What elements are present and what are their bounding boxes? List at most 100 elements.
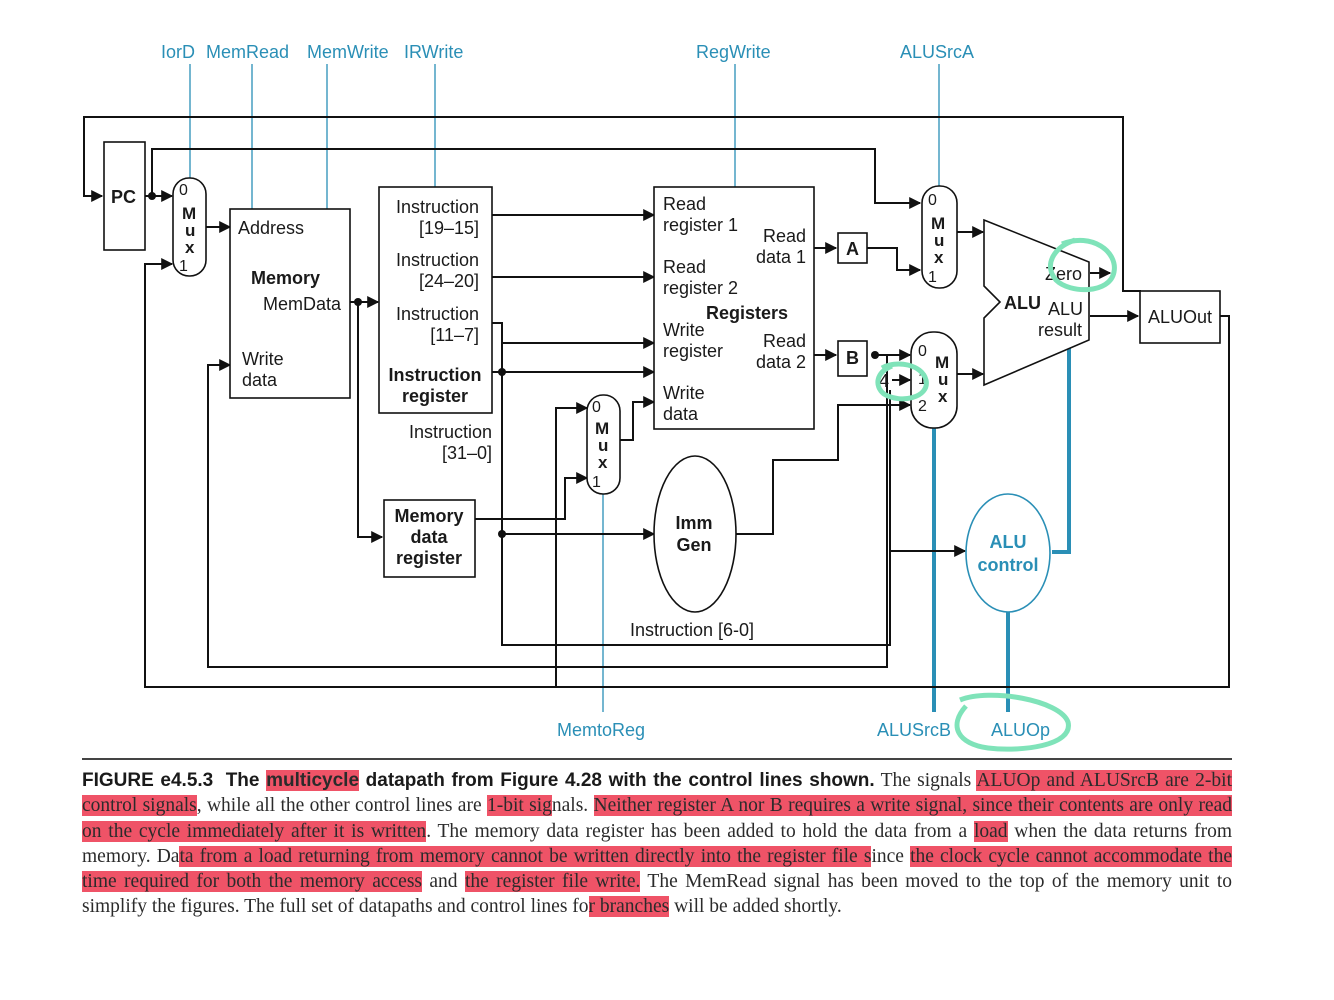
control-label-alusrcb: ALUSrcB <box>877 720 951 740</box>
svg-text:[11–7]: [11–7] <box>430 325 479 345</box>
svg-text:[19–15]: [19–15] <box>419 218 479 238</box>
pc-register: PC <box>103 141 146 251</box>
control-label-memread: MemRead <box>206 42 289 62</box>
svg-text:register: register <box>402 386 468 406</box>
svg-text:Read: Read <box>763 226 806 246</box>
ir-out-label-2: [31–0] <box>442 443 492 463</box>
caption-title-highlight: multicycle <box>266 770 360 791</box>
svg-text:A: A <box>846 239 859 259</box>
svg-text:data: data <box>242 370 278 390</box>
svg-text:control: control <box>978 555 1039 575</box>
svg-text:M: M <box>931 214 945 233</box>
figure-caption: FIGURE e4.5.3 The multicycle datapath fr… <box>82 768 1232 920</box>
svg-text:data: data <box>663 404 699 424</box>
caption-highlight: 1-bit sig <box>486 795 552 817</box>
annotation-circles <box>875 237 1117 752</box>
ir-out-label-1: Instruction <box>409 422 492 442</box>
svg-text:ALU: ALU <box>1048 299 1083 319</box>
control-label-aluop: ALUOp <box>991 720 1050 740</box>
svg-text:ALU: ALU <box>990 532 1027 552</box>
mux-alusrcb: 0 1 2 M u x <box>910 331 958 429</box>
register-b: B <box>837 340 868 377</box>
caption-text: ince <box>871 845 911 867</box>
svg-text:[24–20]: [24–20] <box>419 271 479 291</box>
svg-text:u: u <box>934 231 944 250</box>
svg-text:M: M <box>182 204 196 223</box>
register-file: Read register 1 Read register 2 Write re… <box>653 186 815 430</box>
multicycle-datapath-diagram: IorD MemRead MemWrite IRWrite RegWrite A… <box>83 42 1230 752</box>
svg-text:Instruction: Instruction <box>396 250 479 270</box>
svg-text:1: 1 <box>179 258 188 275</box>
memory-data-register: Memory data register <box>383 499 476 578</box>
svg-text:x: x <box>938 387 948 406</box>
svg-text:register 2: register 2 <box>663 278 738 298</box>
svg-text:x: x <box>185 238 195 257</box>
svg-text:u: u <box>185 221 195 240</box>
mux-alusrca: 0 M u x 1 <box>921 185 958 289</box>
mux-iord: 0 M u x 1 <box>172 177 207 277</box>
svg-text:Instruction: Instruction <box>396 304 479 324</box>
caption-text: , while all the other control lines are <box>196 795 487 817</box>
caption-title-pre: The <box>225 770 267 791</box>
svg-text:0: 0 <box>928 192 937 209</box>
control-label-iord: IorD <box>161 42 195 62</box>
svg-text:B: B <box>846 348 859 368</box>
svg-text:Address: Address <box>238 218 304 238</box>
caption-text: and <box>422 871 465 893</box>
svg-text:2: 2 <box>918 398 927 415</box>
mux-memtoreg: 0 M u x 1 <box>586 394 621 495</box>
control-label-irwrite: IRWrite <box>404 42 463 62</box>
svg-text:Instruction: Instruction <box>396 197 479 217</box>
control-label-alusrca: ALUSrcA <box>900 42 974 62</box>
svg-text:register 1: register 1 <box>663 215 738 235</box>
control-label-memtoreg: MemtoReg <box>557 720 645 740</box>
svg-text:Memory: Memory <box>394 506 463 526</box>
svg-text:Write: Write <box>242 349 284 369</box>
memory-unit: Address Memory MemData Write data <box>229 208 351 399</box>
svg-text:u: u <box>938 370 948 389</box>
svg-text:data: data <box>410 527 448 547</box>
svg-text:0: 0 <box>918 343 927 360</box>
caption-text: nals. <box>551 795 594 817</box>
caption-text: The signals <box>874 770 977 791</box>
svg-text:result: result <box>1038 320 1082 340</box>
svg-text:Read: Read <box>663 257 706 277</box>
figure-number: FIGURE e4.5.3 <box>82 770 214 791</box>
caption-text: will be added shortly. <box>669 896 842 918</box>
svg-text:1: 1 <box>592 474 601 491</box>
aluout-register: ALUOut <box>1139 290 1221 344</box>
caption-rule <box>82 758 1232 760</box>
svg-text:Instruction: Instruction <box>389 365 482 385</box>
svg-text:Registers: Registers <box>706 303 788 323</box>
caption-text: The MemRead signal has been moved to the… <box>82 871 1232 918</box>
alu: ALU Zero ALU result <box>983 218 1090 387</box>
svg-text:register: register <box>663 341 723 361</box>
pc-label: PC <box>111 187 136 207</box>
caption-text: when the data returns from memory. Da <box>82 820 1233 867</box>
svg-text:Imm: Imm <box>675 513 712 533</box>
svg-text:M: M <box>595 419 609 438</box>
control-label-regwrite: RegWrite <box>696 42 771 62</box>
svg-text:ALU: ALU <box>1004 293 1041 313</box>
caption-highlight: the register file write. <box>464 871 641 893</box>
svg-text:MemData: MemData <box>263 294 342 314</box>
imm-gen: Imm Gen <box>653 455 737 613</box>
caption-title-post: datapath from Figure 4.28 with the contr… <box>359 770 875 791</box>
svg-text:Write: Write <box>663 383 705 403</box>
svg-text:1: 1 <box>918 371 927 388</box>
alu-control: ALU control <box>965 493 1051 613</box>
svg-text:register: register <box>396 548 462 568</box>
svg-text:1: 1 <box>928 269 937 286</box>
datapath-wires <box>83 116 1230 688</box>
svg-text:x: x <box>934 248 944 267</box>
caption-highlight: r branches <box>588 896 670 918</box>
caption-highlight: ta from a load returning from memory can… <box>179 845 872 867</box>
svg-text:0: 0 <box>592 399 601 416</box>
svg-text:Memory: Memory <box>251 268 320 288</box>
register-a: A <box>837 232 868 264</box>
svg-text:M: M <box>935 353 949 372</box>
svg-text:data 2: data 2 <box>756 352 806 372</box>
svg-text:Read: Read <box>763 331 806 351</box>
instruction-register: Instruction [19–15] Instruction [24–20] … <box>378 186 493 414</box>
constant-four: 4 <box>879 371 889 391</box>
